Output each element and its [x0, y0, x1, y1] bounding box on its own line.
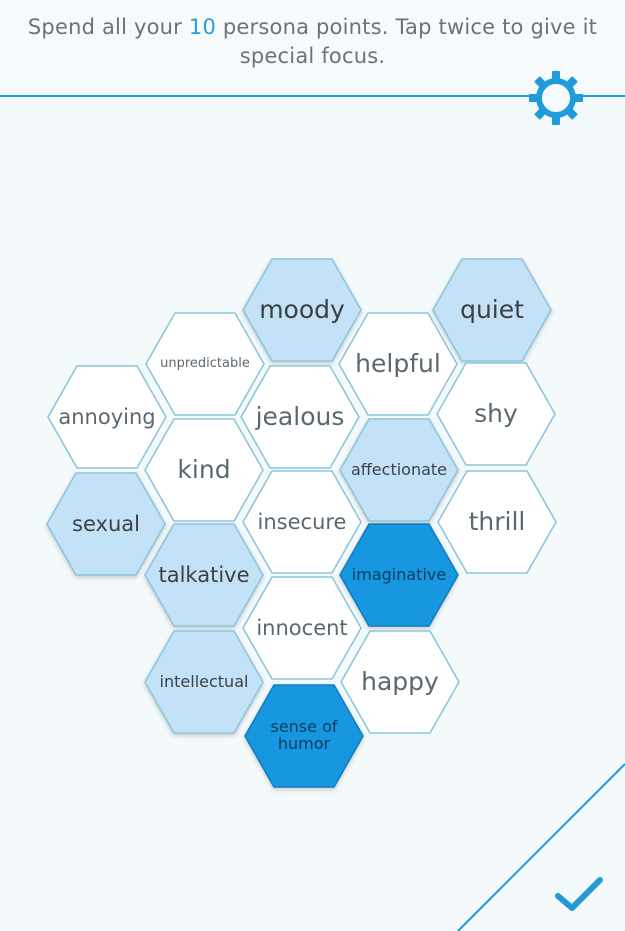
- hex-shape: [338, 312, 458, 416]
- hex-shape: [47, 365, 167, 469]
- header-divider: [0, 95, 625, 97]
- confirm-button[interactable]: [552, 870, 608, 918]
- hex-shape: [144, 523, 264, 627]
- hex-shape: [339, 418, 459, 522]
- hex-shape: [46, 472, 166, 576]
- settings-button[interactable]: [524, 66, 588, 130]
- checkmark-icon: [555, 877, 603, 911]
- instruction-suffix: persona points. Tap twice to give it spe…: [216, 15, 598, 68]
- hex-shape: [242, 258, 362, 362]
- hex-shape: [244, 684, 364, 788]
- instruction-prefix: Spend all your: [27, 15, 189, 39]
- trait-hex[interactable]: sense of humor: [244, 684, 364, 788]
- hex-shape: [144, 418, 264, 522]
- header: Spend all your 10 persona points. Tap tw…: [0, 0, 625, 97]
- hex-shape: [242, 576, 362, 680]
- hex-shape: [437, 470, 557, 574]
- hex-shape: [339, 523, 459, 627]
- hex-shape: [240, 365, 360, 469]
- hex-shape: [432, 258, 552, 362]
- hex-shape: [242, 470, 362, 574]
- hex-shape: [145, 312, 265, 416]
- persona-points-count: 10: [188, 15, 217, 39]
- gear-icon: [529, 71, 583, 125]
- hex-shape: [144, 630, 264, 734]
- hex-shape: [436, 362, 556, 466]
- hex-shape: [340, 630, 460, 734]
- instruction-text: Spend all your 10 persona points. Tap tw…: [10, 13, 615, 71]
